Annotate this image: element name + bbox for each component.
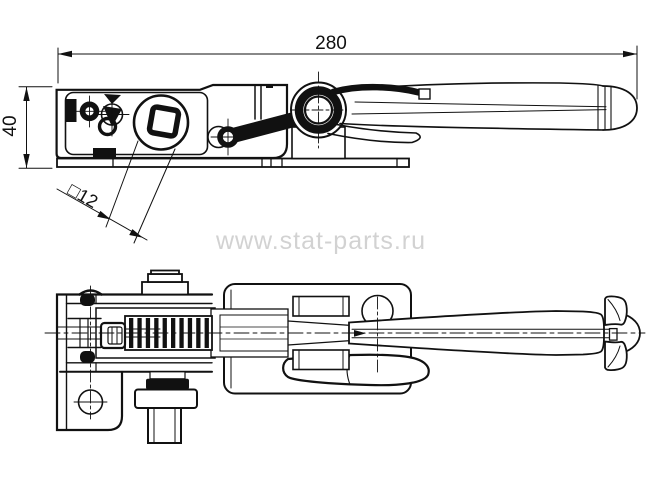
dimension-square12-label: □12 <box>65 179 102 212</box>
dimension-280-label: 280 <box>315 33 347 54</box>
mounting-hole-front <box>73 95 106 128</box>
bottom-block <box>93 148 116 158</box>
handle-end-cap <box>602 85 638 131</box>
dimension-40-label: 40 <box>0 115 21 136</box>
spring-washer-element <box>95 94 130 137</box>
handle-shaft-plan <box>348 295 641 371</box>
clevis-yoke <box>287 295 353 371</box>
dimension-square12 <box>56 140 176 244</box>
left-wall-block <box>65 99 77 122</box>
stud-bolt <box>134 371 198 444</box>
latch-hook <box>327 123 421 144</box>
adjusting-screw <box>56 317 127 350</box>
pivot-boss <box>290 71 347 149</box>
square-hole-boss <box>132 94 190 151</box>
square-hole <box>146 104 182 139</box>
base-plate-bar <box>56 157 410 168</box>
plan-view <box>44 269 646 444</box>
dimension-40 <box>18 86 53 169</box>
dimension-280 <box>57 45 638 100</box>
watermark: www.stat-parts.ru <box>215 227 426 255</box>
handle-side <box>327 82 638 144</box>
front-view: 280 40 <box>0 33 638 244</box>
top-boss-plan <box>141 269 189 296</box>
